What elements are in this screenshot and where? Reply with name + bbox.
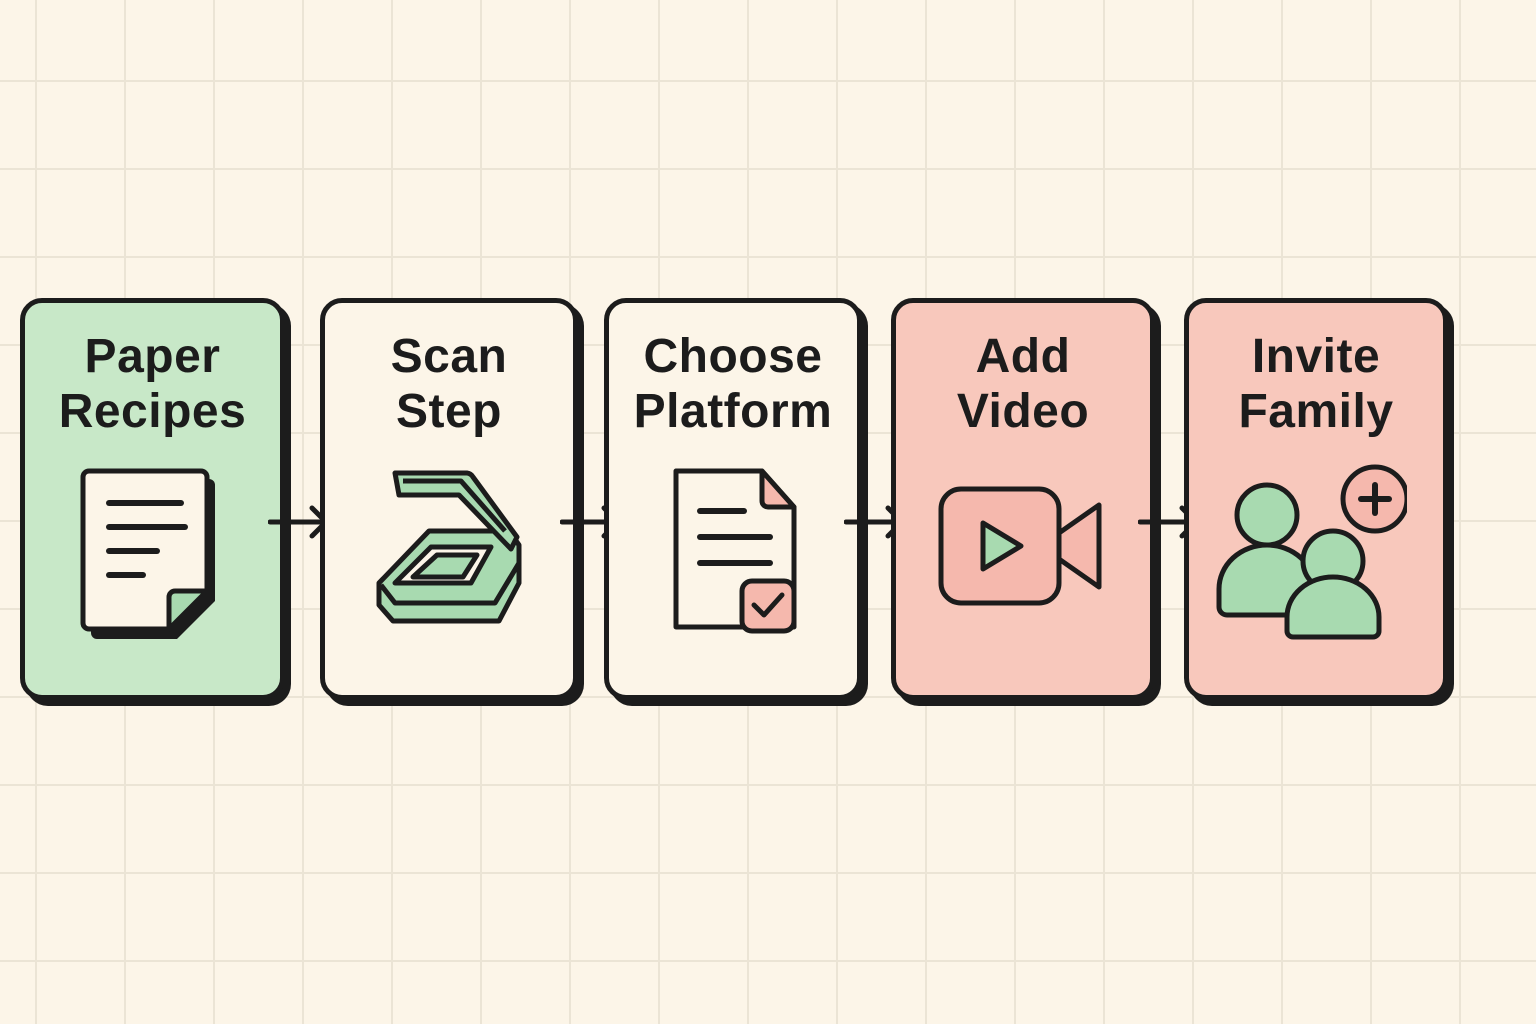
step-title-line2: Platform — [633, 385, 833, 438]
video-camera-icon — [938, 486, 1102, 606]
step-card-scan-step: Scan Step — [320, 298, 578, 700]
step-title-line1: Paper — [84, 330, 221, 383]
scanner-icon — [376, 470, 522, 624]
step-title-line2: Step — [395, 385, 502, 438]
step-title: Invite Family — [1189, 329, 1443, 439]
step-title-line1: Invite — [1251, 330, 1381, 383]
step-title-line2: Video — [956, 385, 1090, 438]
step-title-line1: Add — [975, 330, 1071, 383]
step-title: Add Video — [896, 329, 1150, 439]
step-card-invite-family: Invite Family — [1184, 298, 1448, 700]
step-title-line1: Choose — [643, 330, 823, 383]
step-title: Paper Recipes — [25, 329, 280, 439]
step-title: Choose Platform — [609, 329, 857, 439]
paper-recipe-icon — [80, 468, 215, 639]
step-title-line2: Recipes — [58, 385, 247, 438]
step-title-line2: Family — [1238, 385, 1394, 438]
add-users-icon — [1216, 464, 1407, 640]
document-check-icon — [673, 468, 797, 634]
step-card-paper-recipes: Paper Recipes — [20, 298, 285, 700]
step-card-add-video: Add Video — [891, 298, 1155, 700]
step-card-choose-platform: Choose Platform — [604, 298, 862, 700]
step-title-line1: Scan — [390, 330, 508, 383]
step-title: Scan Step — [325, 329, 573, 439]
